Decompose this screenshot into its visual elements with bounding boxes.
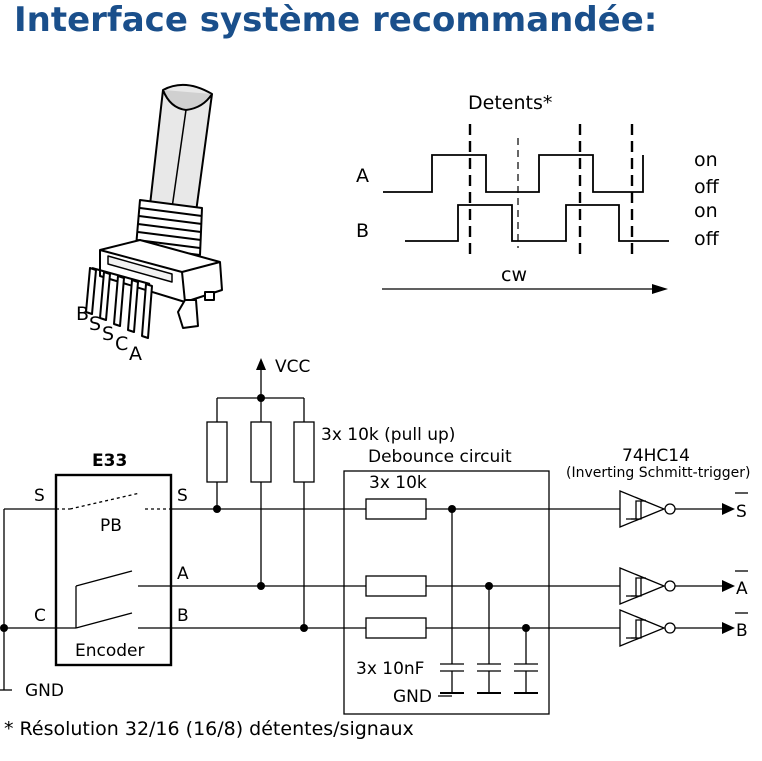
pin-label-s2: S (102, 323, 114, 345)
output-s-label: S (736, 502, 747, 522)
pullup-resistor (206, 421, 228, 483)
pullup-label: 3x 10k (pull up) (321, 425, 455, 445)
circuit-labels: VCC 3x 10k (pull up) E33 S C S A B PB En… (25, 357, 750, 707)
junction-dot (257, 582, 265, 590)
vcc-arrow (256, 358, 266, 370)
junction-dot (522, 624, 530, 632)
pin-c-left-label: C (34, 606, 46, 626)
resistor-label: 3x 10k (369, 473, 427, 493)
junction-dot (0, 624, 8, 632)
vcc-label: VCC (275, 357, 310, 377)
cw-label: cw (501, 264, 527, 286)
debounce-resistor (365, 617, 427, 639)
debounce-resistor (365, 575, 427, 597)
cw-arrow-head (652, 284, 668, 294)
output-b-label: B (736, 621, 748, 641)
junction-dot (257, 394, 265, 402)
timing-diagram: Detents* A B on off on off cw (356, 92, 720, 294)
pb-label: PB (100, 516, 122, 536)
pin-s-right-label: S (177, 486, 188, 506)
pin-label-c: C (115, 333, 128, 355)
pin-label-a: A (129, 343, 142, 365)
e33-box (54, 473, 173, 667)
schmitt-trigger-a (619, 567, 676, 605)
junction-dot (213, 505, 221, 513)
waveform-a (383, 154, 644, 193)
encoder-label: Encoder (75, 641, 145, 661)
chip-description: (Inverting Schmitt-trigger) (566, 465, 750, 481)
a-on-label: on (694, 149, 718, 171)
circuit-markers (0, 358, 735, 634)
gnd-label: GND (25, 681, 64, 701)
pullup-resistor (250, 421, 272, 483)
signal-a-label: A (356, 165, 369, 187)
waveform-b (405, 204, 669, 242)
junction-dot (485, 582, 493, 590)
pin-a-right-label: A (177, 564, 189, 584)
output-arrow-s (722, 503, 735, 515)
a-off-label: off (694, 176, 720, 198)
b-on-label: on (694, 200, 718, 222)
junction-dot (448, 505, 456, 513)
footnote: * Résolution 32/16 (16/8) détentes/signa… (4, 718, 414, 740)
output-arrow-a (722, 580, 735, 592)
page-title: Interface système recommandée: (14, 0, 658, 40)
rotary-encoder-illustration (85, 83, 223, 339)
schmitt-trigger-b (619, 609, 676, 647)
pin-s-left-label: S (34, 486, 45, 506)
debounce-gnd-label: GND (393, 687, 432, 707)
pin-label-b: B (76, 303, 89, 325)
schmitt-trigger-s (619, 490, 676, 528)
e33-label: E33 (92, 451, 127, 471)
junction-dot (300, 624, 308, 632)
chip-label: 74HC14 (622, 446, 690, 466)
debounce-resistor (365, 498, 427, 520)
debounce-title: Debounce circuit (368, 447, 512, 467)
signal-b-label: B (356, 220, 369, 242)
output-a-label: A (736, 579, 748, 599)
pullup-resistor (293, 421, 315, 483)
b-off-label: off (694, 228, 720, 250)
circuit-schematic (0, 370, 748, 715)
capacitor-label: 3x 10nF (356, 659, 424, 679)
pin-b-right-label: B (177, 606, 189, 626)
output-arrow-b (722, 622, 735, 634)
timing-heading: Detents* (468, 92, 552, 114)
encoder-pin-labels: B S S C A (76, 303, 142, 365)
pin-label-s1: S (89, 313, 101, 335)
